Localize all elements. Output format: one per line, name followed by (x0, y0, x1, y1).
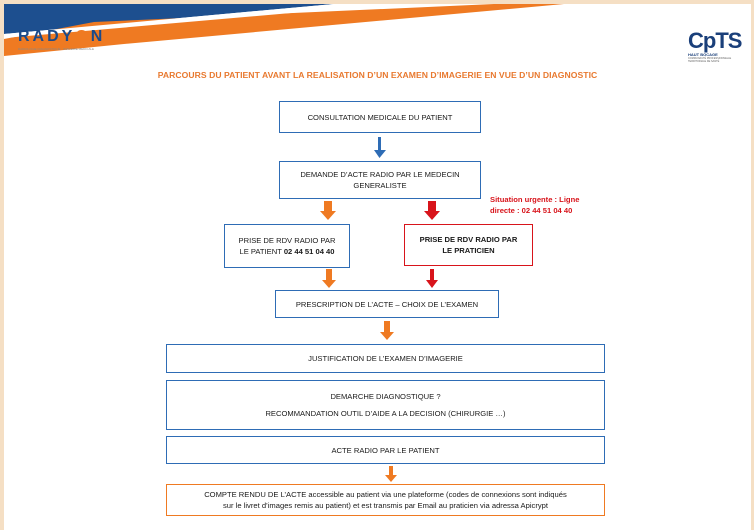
banner-orange-stripe (4, 4, 564, 56)
radyon-logo: RADYON RADIOLOGIE DIAGNOSTIQUE · IMAGERI… (18, 28, 106, 51)
arrow-orange-left-2 (322, 269, 336, 288)
box-acte: ACTE RADIO PAR LE PATIENT (166, 436, 605, 464)
box-justification: JUSTIFICATION DE L’EXAMEN D’IMAGERIE (166, 344, 605, 373)
box-demande: DEMANDE D’ACTE RADIO PAR LE MEDECIN GENE… (279, 161, 481, 199)
page-title: PARCOURS DU PATIENT AVANT LA REALISATION… (157, 70, 598, 80)
header-banner (4, 4, 564, 56)
arrow-orange-4 (385, 466, 397, 482)
arrow-red-2 (426, 269, 438, 288)
box-demarche: DEMARCHE DIAGNOSTIQUE ? RECOMMANDATION O… (166, 380, 605, 430)
page: RADYON RADIOLOGIE DIAGNOSTIQUE · IMAGERI… (4, 4, 751, 530)
urgent-note: Situation urgente : Ligne directe : 02 4… (490, 195, 580, 216)
box-compte-rendu: COMPTE RENDU DE L’ACTE accessible au pat… (166, 484, 605, 516)
arrow-orange-3 (380, 321, 394, 340)
cpts-logo: CpTS HAUT BOCAGE COMMUNAUTÉ PROFESSIONNE… (688, 28, 742, 63)
arrow-blue (374, 137, 386, 158)
box-prescription: PRESCRIPTION DE L’ACTE – CHOIX DE L’EXAM… (275, 290, 499, 318)
box-rdv-patient: PRISE DE RDV RADIO PAR LE PATIENT 02 44 … (224, 224, 350, 268)
box-rdv-praticien: PRISE DE RDV RADIO PAR LE PRATICIEN (404, 224, 533, 266)
arrow-red-1 (424, 201, 440, 220)
box-consultation: CONSULTATION MEDICALE DU PATIENT (279, 101, 481, 133)
arrow-orange-left-1 (320, 201, 336, 220)
